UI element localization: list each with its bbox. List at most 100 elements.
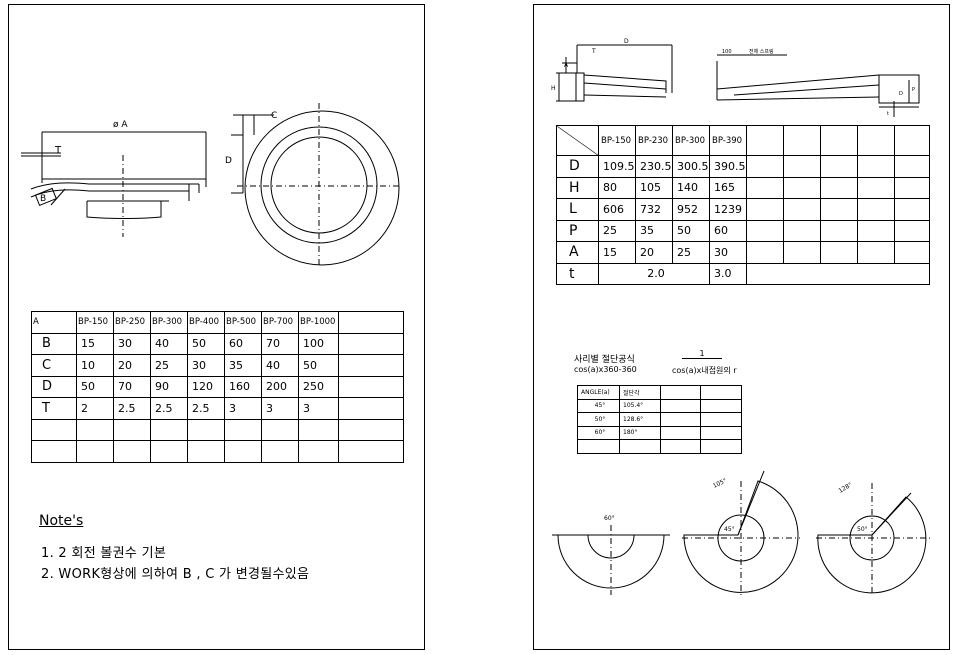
table-cell: [746, 198, 784, 221]
table-cell: 105: [635, 176, 673, 199]
table-cell: BP-300: [672, 125, 710, 156]
table-cell: 2.5: [187, 397, 225, 420]
table-cell: L: [556, 198, 599, 221]
table-cell: [857, 219, 895, 242]
table-cell: 1239: [709, 198, 747, 221]
table-cell: [857, 241, 895, 264]
table-cell: [820, 241, 858, 264]
table-cell: [700, 385, 742, 400]
label-p-top: P: [912, 87, 915, 93]
table-cell: [820, 155, 858, 178]
table-cell: 2: [76, 397, 114, 420]
table-cell: [660, 385, 701, 400]
table-cell: [113, 440, 151, 463]
table-cell: 15: [76, 332, 114, 355]
table-cell: [338, 418, 404, 441]
table-cell: BP-390: [709, 125, 747, 156]
label-t-top: T: [591, 48, 596, 55]
note-item-2: 2. WORK형상에 의하여 B , C 가 변경될수있음: [41, 567, 310, 582]
table-cell: [783, 219, 821, 242]
table-cell: 50°: [577, 412, 620, 427]
label-dia-a: ø A: [113, 120, 128, 130]
table-cell: [746, 176, 784, 199]
table-cell: [31, 418, 77, 441]
table-cell: BP-300: [150, 311, 188, 334]
arc-label-50: 50°: [857, 526, 868, 533]
table-cell: [894, 241, 930, 264]
table-cell: 절단각: [619, 385, 661, 400]
table-cell: [338, 311, 404, 334]
table-cell: [150, 418, 188, 441]
table-cell: BP-230: [635, 125, 673, 156]
left-spec-table: A BP-150 BP-250 BP-300 BP-400 BP-500 BP-…: [31, 311, 404, 463]
table-cell: [700, 425, 742, 440]
table-cell: [700, 412, 742, 427]
table-cell: [783, 176, 821, 199]
table-cell: [150, 440, 188, 463]
table-row: P 25 35 50 60: [556, 219, 930, 242]
table-cell: [894, 125, 930, 156]
table-cell: [298, 418, 339, 441]
table-cell: [187, 440, 225, 463]
table-cell: [338, 354, 404, 377]
table-cell: 40: [261, 354, 299, 377]
table-cell: 60°: [577, 425, 620, 440]
right-technical-drawing-top: D T A H 100 전체 스프링 P D t: [551, 38, 920, 117]
table-cell: [76, 440, 114, 463]
table-cell: B: [31, 332, 77, 355]
label-d: D: [225, 156, 232, 166]
table-cell: 20: [113, 354, 151, 377]
table-cell: [894, 219, 930, 242]
table-cell: 952: [672, 198, 710, 221]
table-cell: [820, 219, 858, 242]
table-cell: C: [31, 354, 77, 377]
table-cell: 35: [635, 219, 673, 242]
table-cell: 109.5: [598, 155, 636, 178]
arc-label-60: 60°: [604, 515, 615, 522]
table-cell: BP-150: [598, 125, 636, 156]
table-cell: [783, 241, 821, 264]
table-cell: 30: [113, 332, 151, 355]
table-cell: 35: [224, 354, 262, 377]
table-cell: 45°: [577, 398, 620, 413]
table-cell: [556, 125, 599, 156]
table-cell: [224, 418, 262, 441]
table-cell: [660, 425, 701, 440]
table-cell: t: [556, 262, 599, 285]
table-cell: [820, 125, 858, 156]
table-cell: 80: [598, 176, 636, 199]
table-cell: [783, 198, 821, 221]
table-row: [577, 439, 742, 454]
table-row: D 50 70 90 120 160 200 250: [31, 375, 404, 398]
table-cell: 25: [150, 354, 188, 377]
table-cell: 70: [261, 332, 299, 355]
table-cell: [857, 125, 895, 156]
table-cell: [857, 198, 895, 221]
left-technical-drawing: ø A T B C D: [21, 103, 401, 267]
table-cell: 50: [298, 354, 339, 377]
table-row: C 10 20 25 30 35 40 50: [31, 354, 404, 377]
table-cell: 732: [635, 198, 673, 221]
table-cell: BP-250: [113, 311, 151, 334]
table-cell: 60: [709, 219, 747, 242]
table-cell: [746, 155, 784, 178]
table-cell: [338, 332, 404, 355]
table-cell: 165: [709, 176, 747, 199]
table-row: [31, 440, 404, 463]
table-cell: [660, 439, 701, 454]
table-cell: [700, 439, 742, 454]
table-cell: 20: [635, 241, 673, 264]
table-cell: 3: [224, 397, 262, 420]
table-cell: A: [31, 311, 77, 334]
table-cell: 2.5: [113, 397, 151, 420]
table-cell: A: [556, 241, 599, 264]
table-row: t 2.0 3.0: [556, 262, 930, 285]
table-cell: 25: [598, 219, 636, 242]
table-cell: 3: [261, 397, 299, 420]
table-cell: [783, 125, 821, 156]
table-row: ANGLE(a) 절단각: [577, 385, 742, 400]
table-cell: 60: [224, 332, 262, 355]
label-c: C: [271, 111, 277, 121]
label-dim-100: 100: [722, 49, 732, 55]
table-cell: 120: [187, 375, 225, 398]
